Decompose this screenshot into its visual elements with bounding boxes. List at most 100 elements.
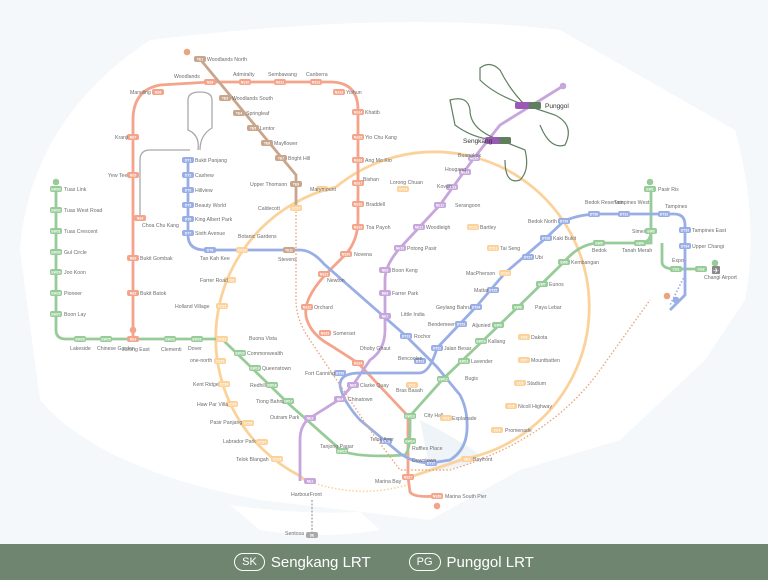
station-stevens[interactable]: TE11Stevens bbox=[278, 247, 297, 263]
station-rochor[interactable]: DT13Rochor bbox=[400, 333, 431, 340]
station-boon-keng[interactable]: NE9Boon Keng bbox=[379, 267, 418, 274]
station-marina-south-pier[interactable]: NS28Marina South Pier bbox=[431, 493, 487, 500]
station-woodleigh[interactable]: NE11Woodleigh bbox=[413, 224, 451, 231]
station-mountbatten[interactable]: CC7Mountbatten bbox=[518, 357, 560, 364]
station-upper-thomson[interactable]: TE8Upper Thomson bbox=[250, 181, 302, 188]
station-holland-village[interactable]: CC21Holland Village bbox=[175, 303, 228, 310]
station-bukit-panjang[interactable]: DT1Bukit Panjang bbox=[182, 157, 227, 164]
station-farrer-road[interactable]: CC20Farrer Road bbox=[200, 277, 236, 284]
station-yishun[interactable]: NS13Yishun bbox=[333, 89, 362, 96]
station-mayflower[interactable]: TE6Mayflower bbox=[261, 140, 298, 147]
station-eunos[interactable]: EW7Eunos bbox=[536, 281, 564, 288]
station-kallang[interactable]: EW10Kallang bbox=[475, 338, 505, 345]
station-lorong-chuan[interactable]: CC14Lorong Chuan bbox=[390, 180, 423, 192]
station-sembawang[interactable]: NS11Sembawang bbox=[268, 72, 297, 85]
station-bukit-batok[interactable]: NS2Bukit Batok bbox=[127, 290, 167, 297]
station-haw-par-villa[interactable]: CC25Haw Par Villa bbox=[197, 401, 238, 408]
station-lakeside[interactable]: EW26Lakeside bbox=[70, 336, 91, 352]
station-expo[interactable]: CG1Expo bbox=[670, 258, 684, 272]
station-buona-vista[interactable]: CC22Buona Vista bbox=[216, 336, 277, 342]
station-canberra[interactable]: NS12Canberra bbox=[306, 72, 328, 85]
station-bedok-reservoir[interactable]: DT30Bedok Reservoir bbox=[585, 200, 624, 217]
station-bedok[interactable]: EW5Bedok bbox=[592, 240, 607, 254]
station-tuas-crescent[interactable]: EW31Tuas Crescent bbox=[50, 228, 98, 235]
station-marina-bay[interactable]: NS27Marina Bay bbox=[375, 474, 414, 485]
station-telok-blangah[interactable]: CC28Telok Blangah bbox=[236, 456, 283, 463]
station-buangkok[interactable]: NE15Buangkok bbox=[458, 153, 481, 161]
station-king-albert-park[interactable]: DT6King Albert Park bbox=[182, 216, 233, 223]
station-ubi[interactable]: DT27Ubi bbox=[522, 254, 543, 261]
station-stadium[interactable]: CC6Stadium bbox=[514, 380, 546, 387]
station-bishan[interactable]: NS17Bishan bbox=[352, 177, 379, 186]
station-tanah-merah[interactable]: EW4Tanah Merah bbox=[622, 240, 652, 254]
station-springleaf[interactable]: TE4Springleaf bbox=[233, 110, 270, 117]
station-macpherson[interactable]: CC10MacPherson bbox=[466, 270, 511, 277]
station-botanic-gardens[interactable]: CC19Botanic Gardens bbox=[236, 234, 277, 253]
station-mattar[interactable]: DT25Mattar bbox=[474, 287, 499, 294]
station-dhoby-ghaut[interactable]: NS24Dhoby Ghaut bbox=[352, 346, 391, 366]
station-somerset[interactable]: NS23Somerset bbox=[319, 330, 356, 337]
station-downtown[interactable]: DT17Downtown bbox=[412, 458, 437, 466]
station-bendemeer[interactable]: DT23Bendemeer bbox=[428, 321, 467, 328]
station-cashew[interactable]: DT2Cashew bbox=[182, 172, 214, 179]
station-dover[interactable]: EW22Dover bbox=[188, 336, 203, 352]
station-aljunied[interactable]: EW9Aljunied bbox=[472, 322, 504, 329]
station-chinese-garden[interactable]: EW25Chinese Garden bbox=[97, 336, 135, 352]
station-bedok-north[interactable]: DT29Bedok North bbox=[528, 218, 570, 225]
station-clarke-quay[interactable]: NE5Clarke Quay bbox=[347, 382, 389, 389]
station-tanjong-pagar[interactable]: EW15Tanjong Pagar bbox=[320, 444, 354, 454]
station-sixth-avenue[interactable]: DT7Sixth Avenue bbox=[182, 230, 225, 237]
station-tuas-west-road[interactable]: EW32Tuas West Road bbox=[50, 207, 102, 214]
station-jalan-besar[interactable]: DT22Jalan Besar bbox=[431, 345, 472, 352]
station-khatib[interactable]: NS14Khatib bbox=[352, 109, 380, 116]
station-lavender[interactable]: EW11Lavender bbox=[458, 358, 493, 365]
station-yew-tee[interactable]: NS5Yew Tee bbox=[108, 172, 139, 179]
station-paya-lebar[interactable]: EW8Paya Lebar bbox=[512, 304, 562, 311]
station-joo-koon[interactable]: EW29Joo Koon bbox=[50, 269, 86, 276]
station-hillview[interactable]: DT3Hillview bbox=[182, 187, 213, 194]
station-commonwealth[interactable]: EW20Commonwealth bbox=[234, 350, 283, 357]
station-labrador-park[interactable]: CC27Labrador Park bbox=[223, 439, 268, 445]
station-pasir-ris[interactable]: EW1Pasir Ris bbox=[644, 186, 679, 193]
station-queenstown[interactable]: EW19Queenstown bbox=[249, 365, 291, 372]
station-tampines-west[interactable]: DT31Tampines West bbox=[614, 200, 650, 217]
station-woodlands[interactable]: NS9Woodlands bbox=[174, 74, 216, 85]
station-city-hall[interactable]: EW13City Hall bbox=[404, 413, 443, 419]
station-farrer-park[interactable]: NE8Farrer Park bbox=[379, 290, 419, 297]
station-upper-changi[interactable]: DT34Upper Changi bbox=[679, 243, 724, 250]
station-little-india[interactable]: NE7Little India bbox=[379, 312, 425, 319]
station-kent-ridge[interactable]: CC24Kent Ridge bbox=[193, 381, 230, 388]
station-telok-ayer[interactable]: DT18Telok Ayer bbox=[370, 437, 394, 444]
station-one-north[interactable]: CC23one-north bbox=[190, 358, 226, 364]
station-tampines-east[interactable]: DT33Tampines East bbox=[679, 227, 727, 234]
station-dakota[interactable]: CC8Dakota bbox=[518, 334, 548, 341]
station-novena[interactable]: NS20Novena bbox=[340, 251, 372, 258]
station-tan-kah-kee[interactable]: DT8Tan Kah Kee bbox=[200, 247, 230, 262]
station-kembangan[interactable]: EW6Kembangan bbox=[558, 259, 599, 266]
station-yio-chu-kang[interactable]: NS15Yio Chu Kang bbox=[352, 134, 397, 141]
station-kaki-bukit[interactable]: DT28Kaki Bukit bbox=[540, 235, 577, 242]
station-toa-payoh[interactable]: NS19Toa Payoh bbox=[352, 224, 391, 231]
station-redhill[interactable]: EW18Redhill bbox=[250, 382, 278, 389]
station-serangoon[interactable]: NE12Serangoon bbox=[434, 202, 480, 209]
station-woodlands-north[interactable]: TE1Woodlands North bbox=[194, 56, 247, 63]
station-simei[interactable]: EW3Simei bbox=[632, 228, 657, 235]
station-bartley[interactable]: CC12Bartley bbox=[467, 224, 497, 231]
station-lentor[interactable]: TE5Lentor bbox=[247, 125, 275, 132]
station-potong-pasir[interactable]: NE10Potong Pasir bbox=[394, 245, 437, 252]
station-bras-basah[interactable]: CC2Bras Basah bbox=[396, 382, 423, 394]
station-fort-canning[interactable]: DT20Fort Canning bbox=[305, 370, 346, 377]
station-harbourfront[interactable]: NE1HarbourFront bbox=[291, 478, 322, 498]
station-bayfront[interactable]: CE1Bayfront bbox=[461, 456, 493, 463]
station-bright-hill[interactable]: TE7Bright Hill bbox=[275, 155, 310, 162]
station-gul-circle[interactable]: EW30Gul Circle bbox=[50, 249, 87, 256]
station-outram-park[interactable]: NE3Outram Park bbox=[270, 415, 316, 421]
station-marymount[interactable]: CC16Marymount bbox=[310, 186, 337, 193]
station-beauty-world[interactable]: DT5Beauty World bbox=[182, 202, 226, 209]
station-choa-chu-kang[interactable]: NS4Choa Chu Kang bbox=[134, 215, 179, 229]
station-clementi[interactable]: EW23Clementi bbox=[161, 336, 181, 353]
station-kranji[interactable]: NS7Kranji bbox=[115, 134, 139, 141]
station-woodlands-south[interactable]: TE3Woodlands South bbox=[219, 95, 273, 102]
station-raffles-place[interactable]: EW14Raffles Place bbox=[404, 438, 443, 452]
station-bugis[interactable]: EW12Bugis bbox=[437, 376, 478, 382]
